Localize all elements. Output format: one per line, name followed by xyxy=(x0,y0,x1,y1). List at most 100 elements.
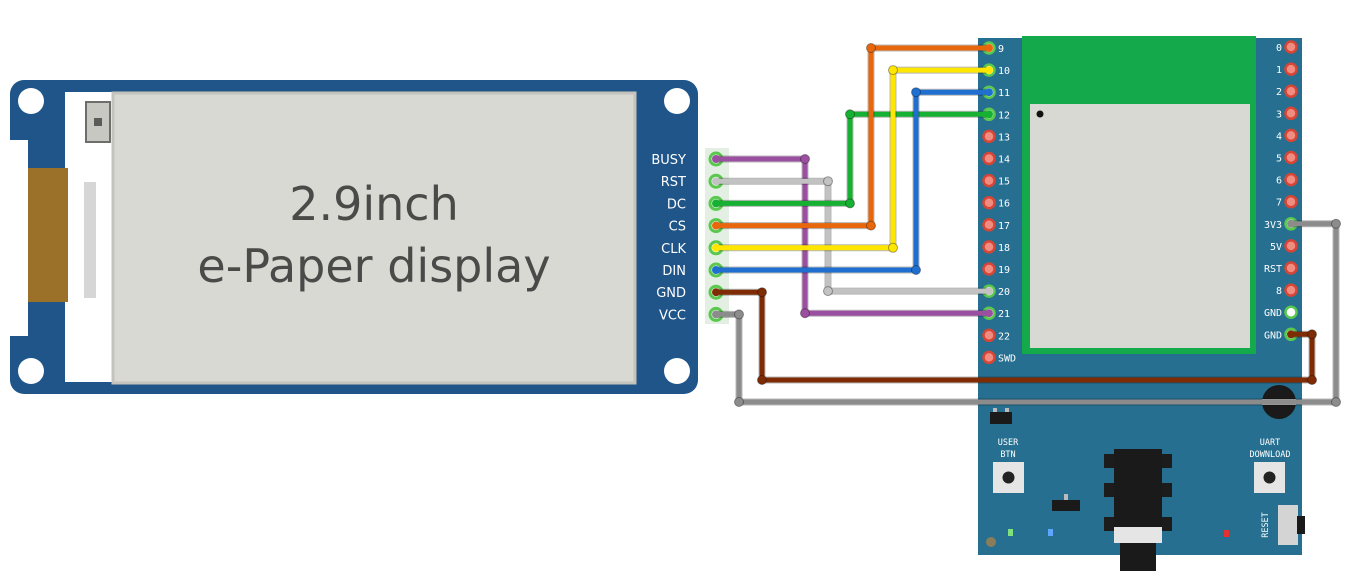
wire-gnd-bend xyxy=(757,287,767,298)
mcu-pin-17[interactable] xyxy=(982,218,996,232)
mcu-pin-16[interactable] xyxy=(982,195,996,210)
reset-switch[interactable] xyxy=(1278,505,1305,545)
epaper-screen xyxy=(111,91,637,385)
wire-cs-end xyxy=(985,44,993,52)
mcu-pin-15[interactable] xyxy=(982,173,996,188)
wire-cs-bend xyxy=(866,220,876,231)
wire-busy-end xyxy=(985,309,993,318)
user-btn-label-1: USER xyxy=(998,438,1019,448)
uart-download-button[interactable] xyxy=(1254,462,1285,493)
mcu-pin-13[interactable] xyxy=(982,129,996,144)
mcu-right-pin-9[interactable] xyxy=(1284,239,1298,253)
mcu-right-pin-7[interactable] xyxy=(1284,194,1298,209)
mcu-right-pin-label-5v-9: 5V xyxy=(1270,242,1282,253)
mcu-right-pin-2[interactable] xyxy=(1284,84,1298,98)
mcu-pin-label-15: 15 xyxy=(998,177,1010,188)
mcu-right-pin-12[interactable] xyxy=(1284,305,1298,319)
display-pin-label-dc: DC xyxy=(667,197,686,212)
mcu-right-pin-label-4-4: 4 xyxy=(1276,131,1282,142)
display-title-line2: e-Paper display xyxy=(197,239,550,293)
wire-rst-end xyxy=(712,177,720,186)
mcu-right-pin-10[interactable] xyxy=(1284,261,1298,275)
wire-din-end xyxy=(712,266,720,274)
mcu-pin-label-10: 10 xyxy=(998,66,1010,77)
wire-dc-end xyxy=(985,110,993,119)
mcu-right-pin-label-6-6: 6 xyxy=(1276,176,1282,187)
mcu-right-pin-label-rst-10: RST xyxy=(1264,264,1282,275)
via xyxy=(986,537,996,547)
pin1-marker xyxy=(1036,110,1044,118)
rf-shield xyxy=(1030,104,1250,348)
wire-vcc-bend xyxy=(1331,218,1341,229)
user-button[interactable] xyxy=(993,462,1024,493)
mcu-right-pin-label-0-0: 0 xyxy=(1276,43,1282,54)
wire-rst[interactable] xyxy=(716,178,989,294)
wires xyxy=(712,43,1341,407)
wire-dc-end xyxy=(712,199,720,208)
smd-chip xyxy=(990,412,1012,424)
mcu-right-pin-6[interactable] xyxy=(1284,172,1298,187)
wire-cs[interactable] xyxy=(716,45,989,229)
wire-dc[interactable] xyxy=(716,111,989,206)
transistor xyxy=(1052,500,1080,511)
wire-din[interactable] xyxy=(716,89,989,273)
wire-busy-bend xyxy=(800,308,810,319)
wire-cs-end xyxy=(712,221,720,230)
mcu-pin-label-12: 12 xyxy=(998,110,1010,121)
mcu-pin-18[interactable] xyxy=(982,240,996,254)
wire-din-bend xyxy=(911,265,921,275)
mount-hole xyxy=(18,88,44,114)
mcu-pin-label-11: 11 xyxy=(998,88,1010,99)
epaper-module: 2.9inch e-Paper display BUSYRSTDCCSCLKDI… xyxy=(8,80,729,394)
fpc-guide xyxy=(84,182,96,298)
mcu-right-pin-11[interactable] xyxy=(1284,283,1298,297)
wire-busy[interactable] xyxy=(716,156,989,316)
mcu-right-pin-3[interactable] xyxy=(1284,106,1298,121)
mcu-right-pin-label-gnd-13: GND xyxy=(1264,330,1282,341)
mcu-right-pin-label-3-3: 3 xyxy=(1276,109,1282,120)
mount-hole xyxy=(18,358,44,384)
display-pin-label-busy: BUSY xyxy=(651,153,686,168)
mcu-right-pin-4[interactable] xyxy=(1284,128,1298,143)
wire-busy-end xyxy=(712,155,720,163)
mcu-pin-label-16: 16 xyxy=(998,199,1010,210)
wire-gnd-end xyxy=(1287,330,1295,339)
wire-vcc-end xyxy=(712,310,720,319)
wire-clk-end xyxy=(985,66,993,75)
mcu-right-pin-label-5-5: 5 xyxy=(1276,154,1282,165)
user-btn-label-2: BTN xyxy=(1000,450,1015,460)
wire-cs-bend xyxy=(866,43,876,53)
mcu-right-pin-label-gnd-12: GND xyxy=(1264,308,1282,319)
mcu-right-pin-5[interactable] xyxy=(1284,150,1298,165)
mcu-right-pin-0[interactable] xyxy=(1284,40,1298,54)
wire-rst-bend xyxy=(823,176,833,187)
mcu-pin-22[interactable] xyxy=(982,328,996,343)
wire-gnd-end xyxy=(712,288,720,297)
display-pin-label-gnd: GND xyxy=(656,286,686,301)
mcu-pin-label-swd: SWD xyxy=(998,353,1016,364)
smd-chip-lead xyxy=(1005,408,1009,412)
wire-busy-bend xyxy=(800,154,810,164)
mcu-pin-label-21: 21 xyxy=(998,309,1010,320)
display-pin-label-rst: RST xyxy=(661,175,686,190)
dc-jack xyxy=(1104,449,1172,571)
wire-clk[interactable] xyxy=(716,67,989,251)
mcu-pin-19[interactable] xyxy=(982,262,996,276)
wire-dc-bend xyxy=(845,198,855,209)
mcu-right-pin-1[interactable] xyxy=(1284,62,1298,76)
mcu-pin-swd[interactable] xyxy=(982,350,996,365)
wire-clk-end xyxy=(712,243,720,252)
wire-dc-bend xyxy=(845,109,855,120)
led-red xyxy=(1224,530,1229,537)
wire-din-end xyxy=(985,88,993,97)
led-blue xyxy=(1048,529,1053,536)
display-pin-label-din: DIN xyxy=(662,264,686,279)
mcu-pin-14[interactable] xyxy=(982,151,996,166)
wire-gnd-bend xyxy=(757,375,767,385)
display-title-line1: 2.9inch xyxy=(289,177,459,231)
mcu-pin-label-17: 17 xyxy=(998,221,1010,232)
mcu-pin-label-18: 18 xyxy=(998,243,1010,254)
smd-chip-lead xyxy=(993,408,997,412)
